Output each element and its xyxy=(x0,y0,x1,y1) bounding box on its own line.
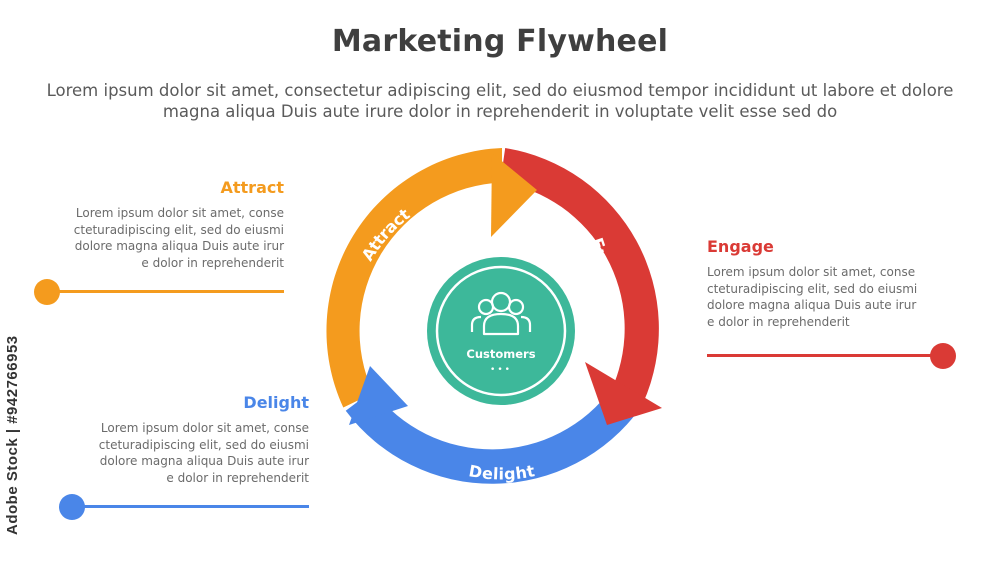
delight-connector-line xyxy=(72,505,309,508)
engage-text: Lorem ipsum dolor sit amet, conse ctetur… xyxy=(707,265,918,329)
engage-connector-line xyxy=(707,354,943,357)
delight-dot xyxy=(59,494,85,520)
delight-arrowhead xyxy=(349,366,408,425)
attract-text: Lorem ipsum dolor sit amet, conse ctetur… xyxy=(73,206,284,270)
page-subtitle: Lorem ipsum dolor sit amet, consectetur … xyxy=(46,81,954,121)
page-title: Marketing Flywheel xyxy=(331,24,669,59)
delight-arc-label-path: Delight xyxy=(467,461,536,484)
engage-block: Engage Lorem ipsum dolor sit amet, conse… xyxy=(707,237,921,330)
attract-heading: Attract xyxy=(220,178,285,197)
center-circle xyxy=(427,257,575,405)
customers-icon xyxy=(470,291,532,336)
delight-block: Delight Lorem ipsum dolor sit amet, cons… xyxy=(95,393,309,486)
delight-arc xyxy=(345,387,641,484)
attract-arc xyxy=(326,148,502,408)
attract-block: Attract Lorem ipsum dolor sit amet, cons… xyxy=(70,178,284,271)
delight-text: Lorem ipsum dolor sit amet, conse ctetur… xyxy=(98,421,309,485)
attract-arrowhead xyxy=(491,153,537,237)
delight-heading: Delight xyxy=(243,393,309,412)
attract-dot xyxy=(34,279,60,305)
engage-arrowhead xyxy=(585,362,662,425)
center-dots: ••• xyxy=(490,365,512,375)
attract-connector-line xyxy=(46,290,284,293)
center-ring xyxy=(435,265,567,397)
stock-watermark: Adobe Stock | #942766953 xyxy=(4,335,21,535)
center-label: Customers xyxy=(466,347,535,361)
engage-dot xyxy=(930,343,956,369)
delight-arc-label: Delight xyxy=(467,461,536,484)
engage-heading: Engage xyxy=(707,237,774,256)
